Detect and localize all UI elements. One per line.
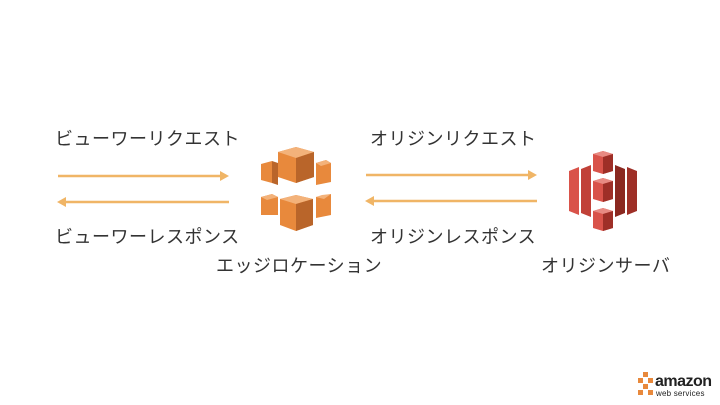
aws-logo-brand: amazon <box>655 373 712 390</box>
viewer-request-arrow <box>58 171 229 181</box>
aws-logo: amazon web services <box>637 370 717 402</box>
viewer-response-arrow <box>57 197 229 207</box>
viewer-response-label: ビューワーレスポンス <box>55 227 240 248</box>
origin-response-label: オリジンレスポンス <box>370 227 537 248</box>
edge-location-icon <box>261 147 331 231</box>
origin-response-arrow <box>365 196 537 206</box>
aws-logo-sub: web services <box>656 389 705 398</box>
origin-server-label: オリジンサーバ <box>541 256 671 277</box>
origin-server-icon <box>569 151 637 231</box>
aws-logo-cubes-icon <box>638 372 653 395</box>
origin-request-arrow <box>366 170 537 180</box>
viewer-request-label: ビューワーリクエスト <box>55 129 240 150</box>
origin-request-label: オリジンリクエスト <box>370 129 537 150</box>
edge-location-label: エッジロケーション <box>216 256 383 277</box>
